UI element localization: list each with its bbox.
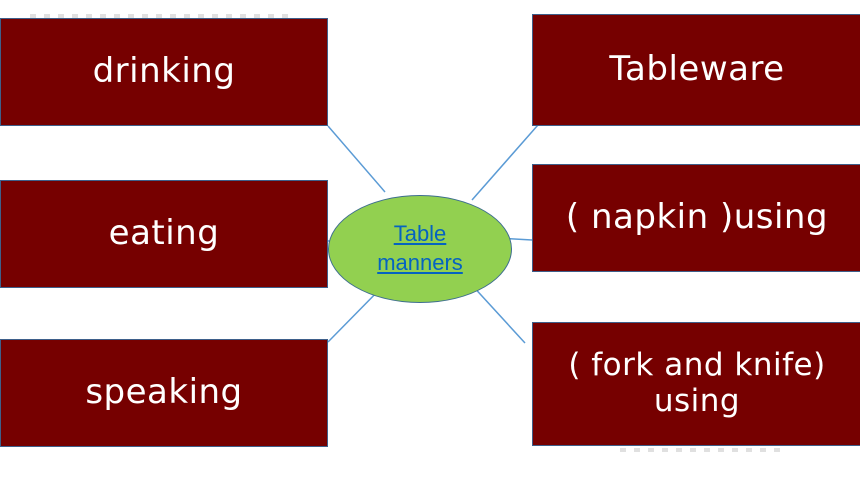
connector-fork-knife [469,282,526,344]
node-speaking: speaking [0,339,328,447]
faint-speckle-bottom [620,448,780,452]
node-eating: eating [0,180,328,288]
hub-link-line-1[interactable]: Table [393,221,447,247]
connector-drinking [327,125,386,193]
node-tableware: Tableware [532,14,860,126]
hub-table-manners[interactable]: Table manners [328,195,512,303]
node-fork-and-knife-using: ( fork and knife) using [532,322,860,446]
hub-link-line-2[interactable]: manners [377,250,463,275]
connector-tableware [471,116,546,201]
node-napkin-using: ( napkin )using [532,164,860,272]
node-drinking: drinking [0,18,328,126]
faint-speckle-top [30,14,290,18]
